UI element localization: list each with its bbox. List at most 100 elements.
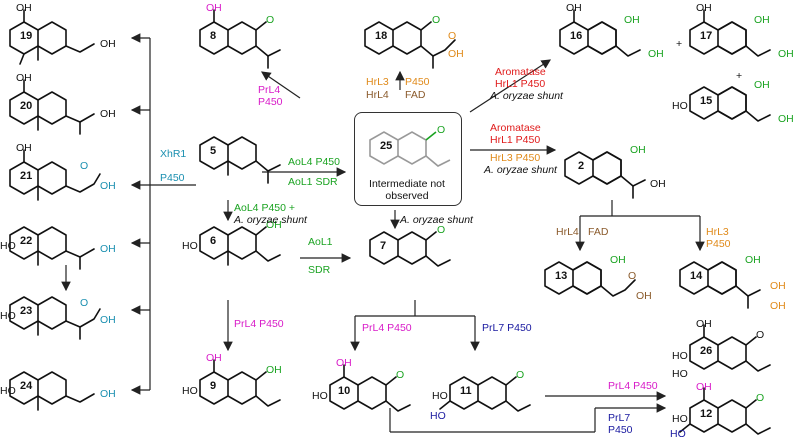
label-21: 21 [20,170,33,182]
structure-9 [199,359,281,407]
oh-14-ring: OH [745,254,761,266]
oh-6: OH [266,219,282,231]
structure-6 [199,226,281,266]
oh-12: OH [696,381,712,393]
oh-19: OH [16,2,32,14]
structure-16 [559,9,641,57]
label-26: 26 [700,345,713,357]
structure-8 [199,9,281,69]
structure-23 [9,296,101,340]
oh-16: OH [566,2,582,14]
oh-14-a: OH [770,280,786,292]
enz-shunt-7: A. oryzae shunt [400,214,473,226]
plus-17-15: + [736,70,743,82]
oh-13-ring: OH [610,254,626,266]
branch-from-7 [350,300,480,352]
oh-22-chain: OH [100,243,116,255]
label-10: 10 [338,385,351,397]
label-14: 14 [690,270,703,282]
structure-22 [9,226,95,270]
structure-18 [364,21,456,69]
label-2: 2 [578,160,585,172]
structure-17 [689,9,771,57]
ho-15: HO [672,100,688,112]
path-10-to-12 [389,391,667,433]
enz-shunt-top: A. oryzae shunt [490,90,563,102]
oh-16-chain: OH [648,48,664,60]
o-25: O [437,124,446,136]
oh-21-acid: OH [100,180,116,192]
oh-19-chain: OH [100,38,116,50]
label-22: 22 [20,235,33,247]
enz-fad-13: FAD [588,226,609,238]
enz-sdr-67: SDR [308,264,331,276]
branch-from-2 [575,200,705,252]
o-23: O [80,297,89,309]
enz-prl7-12: PrL7 [608,412,631,424]
label-13: 13 [555,270,568,282]
label-23: 23 [20,305,33,317]
o-8: O [266,14,275,26]
structure-5 [199,136,281,184]
ho-26-b: HO [672,368,688,380]
enz-prl4-12: PrL4 P450 [608,380,658,392]
ho-9: HO [182,385,198,397]
oh-10: OH [336,357,352,369]
label-5: 5 [210,145,217,157]
enz-hrl4-18: HrL4 [366,89,389,101]
enz-shunt-down: A. oryzae shunt [234,214,307,226]
structure-21 [9,149,101,201]
ho-10: HO [312,390,328,402]
label-24: 24 [20,380,33,392]
oh-17: OH [696,2,712,14]
oh-17-ring: OH [754,14,770,26]
xhr1-bracket [61,33,196,395]
o-26: O [756,329,765,341]
enz-hrl1-mid: HrL1 P450 [490,134,541,146]
oh-9-ring: OH [266,364,282,376]
enz-aol4-down: AoL4 P450 + [234,202,296,214]
structure-12 [679,387,771,435]
ho-26: HO [672,350,688,362]
structure-7 [369,231,451,267]
enz-p450-18: P450 [405,76,430,88]
ho-6: HO [182,240,198,252]
o-10: O [396,369,405,381]
label-25: 25 [380,140,393,152]
oh-15-ring: OH [754,79,770,91]
structure-10 [329,364,411,412]
ho-12: HO [672,413,688,425]
label-6: 6 [210,235,217,247]
enz-p450-xhr: P450 [160,172,185,184]
oh-8: OH [206,2,222,14]
enz-shunt-mid: A. oryzae shunt [484,164,557,176]
enz-hrl3-14: HrL3 [706,226,729,238]
oh-20: OH [16,72,32,84]
oh-18-acid: OH [448,48,464,60]
enz-aol4-mid: AoL4 P450 [288,156,340,168]
box-line-1: Intermediate not [369,178,445,190]
label-19: 19 [20,30,33,42]
enz-prl4-9: PrL4 P450 [234,318,284,330]
structure-19 [9,9,95,65]
structure-20 [9,79,95,135]
enz-fad-18: FAD [405,89,426,101]
label-16: 16 [570,30,583,42]
o-21: O [80,160,89,172]
oh-20-chain: OH [100,108,116,120]
oh-13-acid: OH [636,290,652,302]
o-11: O [516,369,525,381]
label-20: 20 [20,100,33,112]
enz-prl4-10: PrL4 P450 [362,322,412,334]
structure-2 [564,151,646,199]
enz-aol1-mid: AoL1 SDR [288,176,338,188]
enz-prl4-top-1: PrL4 [258,84,281,96]
label-11: 11 [460,385,472,397]
o-18-acid: O [448,30,457,42]
o-12: O [756,392,765,404]
ho-12-blue: HO [670,428,686,440]
enz-hrl3-mid: HrL3 P450 [490,152,541,164]
oh-24-chain: OH [100,388,116,400]
oh-2-chain: OH [650,178,666,190]
o-13: O [628,270,637,282]
